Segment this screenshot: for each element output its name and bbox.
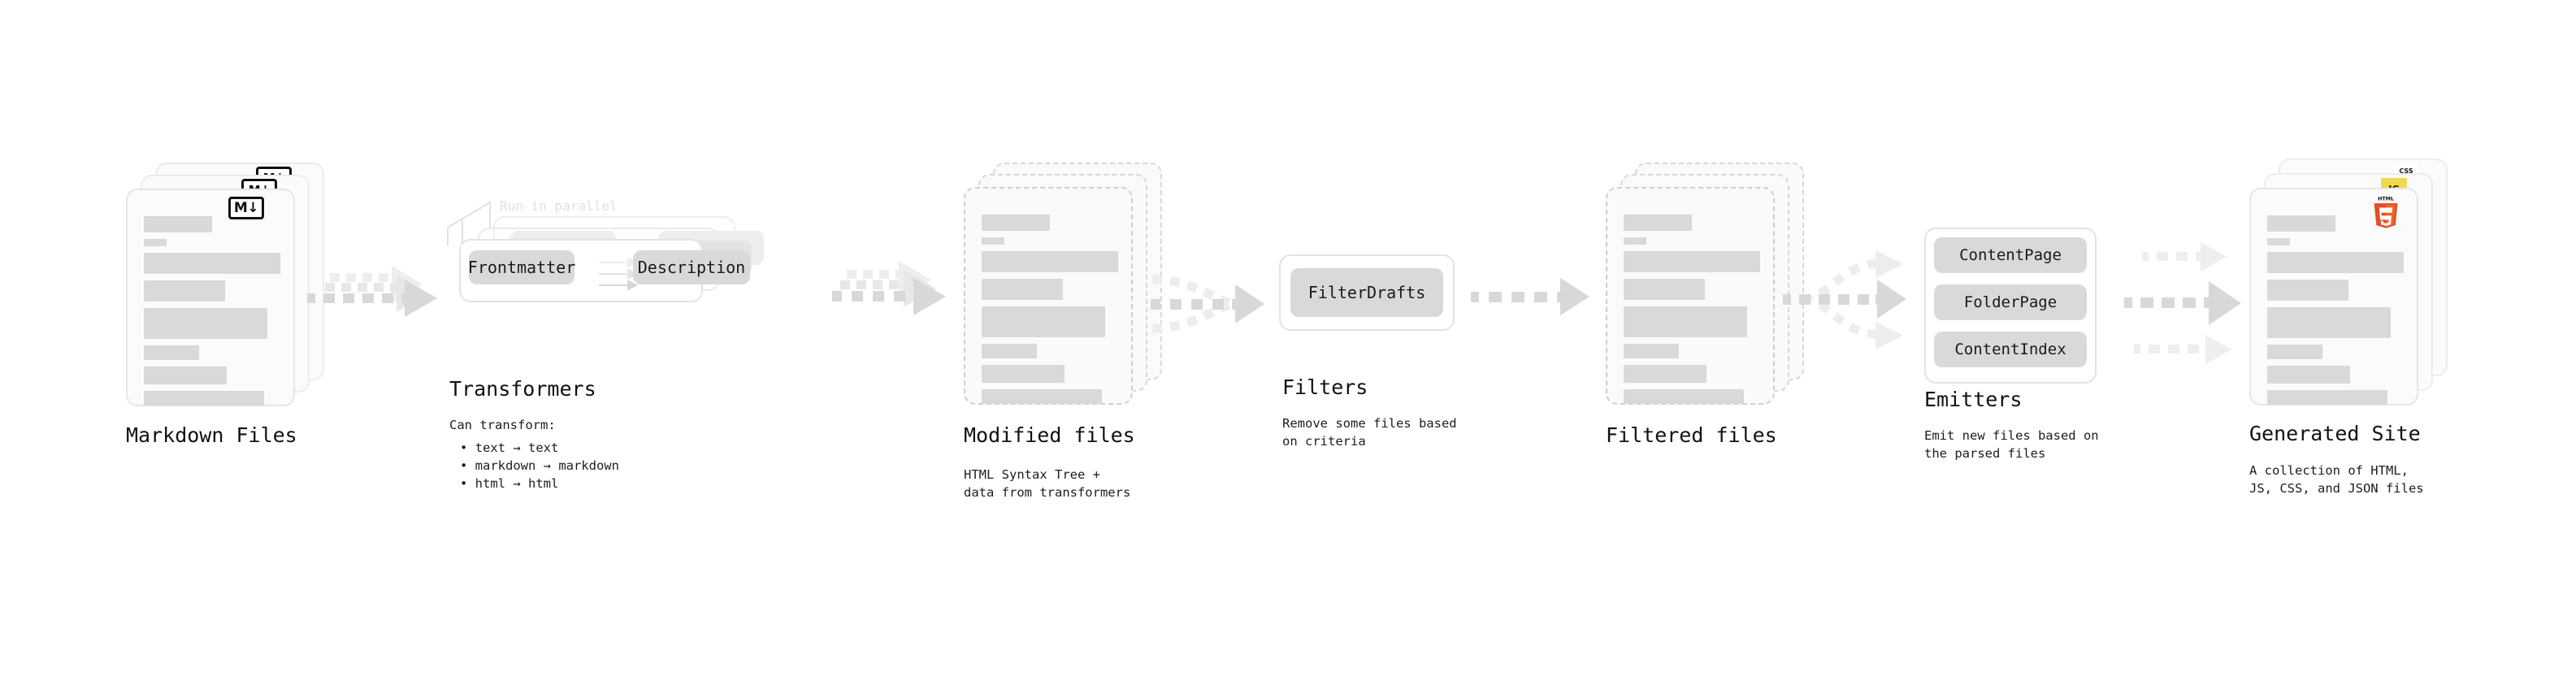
converging-arrow-icon [1151,275,1264,333]
single-arrow-icon [1471,278,1589,315]
svg-text:HTML: HTML [2378,197,2394,202]
label-filters: Filters [1282,375,1368,399]
html5-shield-icon: HTML [2374,197,2398,228]
subtitle-emitters: Emit new files based on the parsed files [1924,428,2099,462]
stacked-arrow-icon [832,261,946,315]
chip-contentpage[interactable]: ContentPage [1934,237,2087,273]
transformer-inner-arrows-icon [599,257,639,291]
subtitle-filters: Remove some files based on criteria [1282,416,1457,449]
connector-transformers-to-modified [817,261,956,327]
stacked-arrow-icon [307,266,437,317]
label-modified-files: Modified files [964,423,1135,447]
bullet-html-to-html: • html → html [460,476,559,491]
doc-card-generated: HTML [2249,188,2418,406]
label-emitters: Emitters [1924,388,2023,411]
transformers-bullet-list: • text → text • markdown → markdown • ht… [460,439,619,492]
label-transformers: Transformers [449,377,596,401]
chip-frontmatter[interactable]: Frontmatter [468,250,575,284]
doc-card-markdown: M↓ [126,189,295,406]
chip-contentindex[interactable]: ContentIndex [1934,332,2087,367]
label-markdown-files: Markdown Files [126,423,297,447]
connector-filters-to-filtered [1471,278,1593,315]
subtitle-transformers: Can transform: [449,418,556,432]
bullet-text-to-text: • text → text [460,440,559,455]
label-generated-site: Generated Site [2249,422,2421,445]
chip-folderpage[interactable]: FolderPage [1934,284,2087,320]
doc-content-lines [982,215,1118,410]
connector-filtered-to-emitters [1780,241,1926,362]
doc-card-filtered [1606,187,1775,405]
subtitle-modified-files: HTML Syntax Tree + data from transformer… [964,467,1131,501]
chip-description[interactable]: Description [633,250,750,284]
connector-modified-to-filters [1141,262,1271,351]
markdown-badge-icon: M↓ [228,197,264,219]
label-run-in-parallel: Run in parallel [500,198,618,214]
connector-emitters-to-site [2110,231,2256,377]
doc-content-lines [1624,215,1760,410]
chip-filterdrafts[interactable]: FilterDrafts [1290,268,1443,317]
subtitle-generated-site: A collection of HTML, JS, CSS, and JSON … [2249,463,2424,497]
doc-content-lines [144,216,280,412]
doc-card-modified [964,187,1133,405]
bullet-markdown-to-markdown: • markdown → markdown [460,458,619,473]
label-filtered-files: Filtered files [1606,423,1777,447]
doc-content-lines [2267,215,2404,411]
connector-markdown-to-transformers [307,266,445,330]
triple-arrow-icon [2124,242,2241,364]
diverging-arrow-icon [1783,250,1906,349]
